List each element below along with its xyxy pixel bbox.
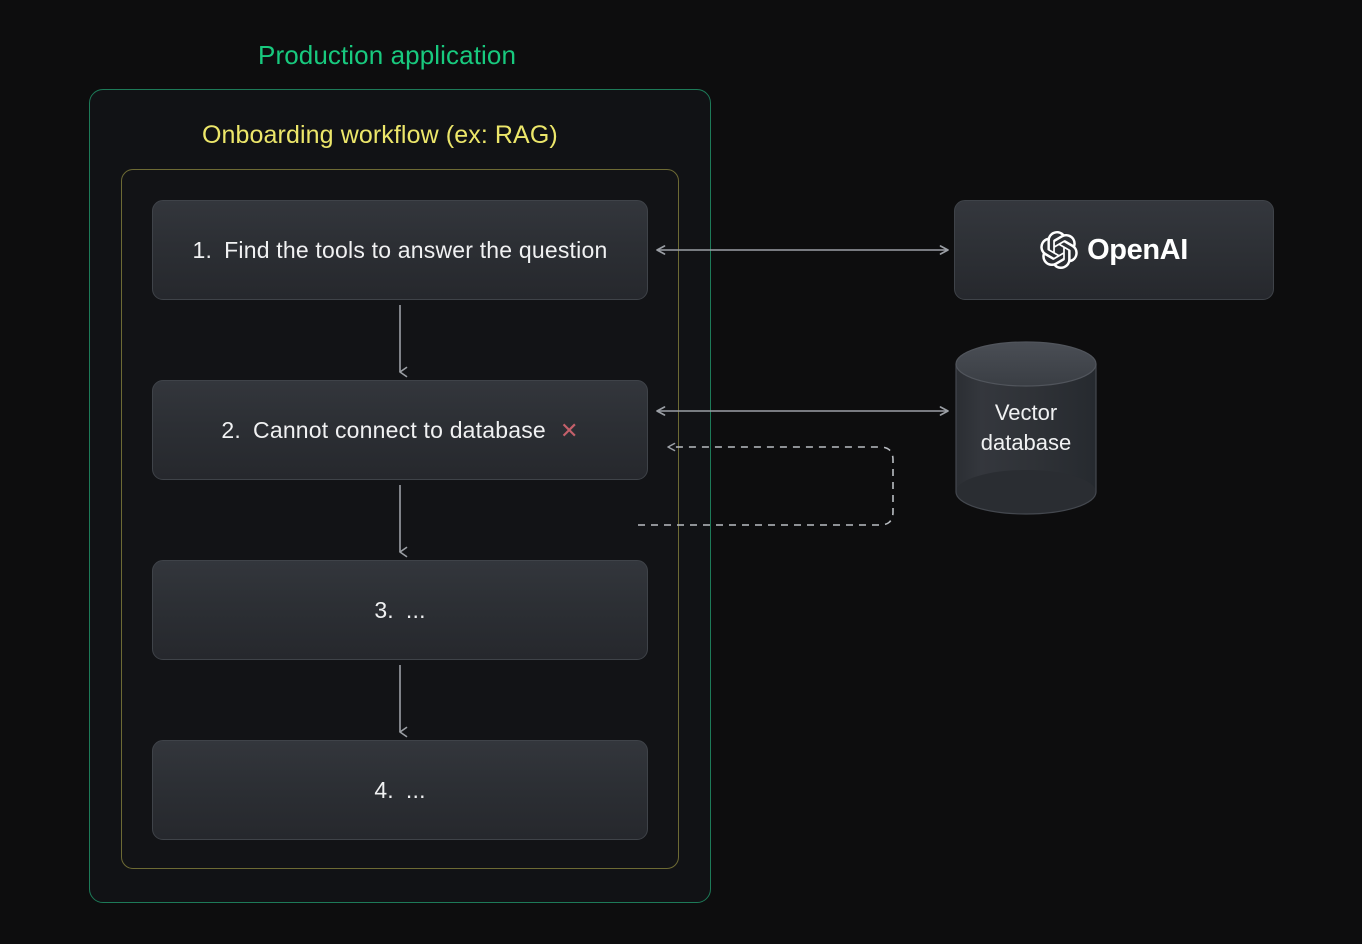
vector-database-node[interactable]: Vector database <box>954 340 1098 516</box>
step-2-label: Cannot connect to database <box>253 416 546 443</box>
step-1-label: Find the tools to answer the question <box>224 236 608 263</box>
workflow-step-4[interactable]: 4. ... <box>152 740 648 840</box>
error-x-icon: ✕ <box>559 418 579 443</box>
step-1-number: 1. <box>192 236 213 263</box>
openai-logo-icon <box>1040 231 1078 269</box>
onboarding-workflow-title: Onboarding workflow (ex: RAG) <box>202 121 558 149</box>
database-cylinder-icon <box>955 341 1097 515</box>
step-4-label: ... <box>405 776 426 803</box>
workflow-step-2[interactable]: 2. Cannot connect to database ✕ <box>152 380 648 480</box>
connector-retry-loop <box>638 442 894 526</box>
step-2-number: 2. <box>221 416 242 443</box>
step-4-number: 4. <box>374 776 394 803</box>
step-3-label: ... <box>405 596 426 623</box>
workflow-step-1[interactable]: 1. Find the tools to answer the question <box>152 200 648 300</box>
step-3-number: 3. <box>374 596 394 623</box>
openai-label: OpenAI <box>1087 233 1188 266</box>
production-application-title: Production application <box>258 40 517 70</box>
workflow-step-3[interactable]: 3. ... <box>152 560 648 660</box>
openai-service-node[interactable]: OpenAI <box>954 200 1274 300</box>
